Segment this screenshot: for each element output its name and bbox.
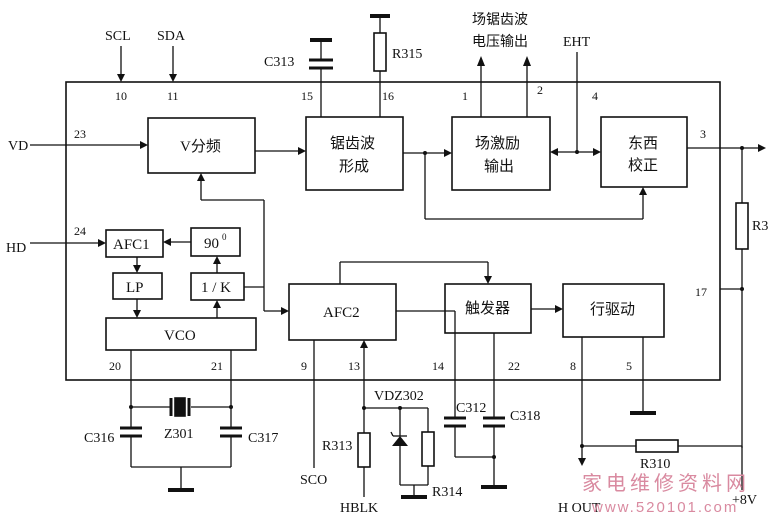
svg-text:输出: 输出 bbox=[484, 158, 514, 175]
r314-label: R314 bbox=[432, 485, 462, 500]
pin-5: 5 bbox=[626, 359, 632, 373]
pin-22: 22 bbox=[508, 359, 520, 373]
block-v-divider bbox=[147, 117, 256, 174]
svg-text:锯齿波: 锯齿波 bbox=[330, 135, 375, 152]
pin-21: 21 bbox=[211, 359, 223, 373]
svg-text:0: 0 bbox=[222, 232, 227, 242]
watermark-text: 家电维修资料网 bbox=[582, 472, 750, 495]
pin-23: 23 bbox=[74, 127, 86, 141]
block-trigger bbox=[444, 283, 532, 334]
r315-label: R315 bbox=[392, 47, 422, 62]
pin-24: 24 bbox=[74, 224, 86, 238]
r310-label: R310 bbox=[640, 457, 670, 472]
pin-1: 1 bbox=[462, 89, 468, 103]
r313-label: R313 bbox=[322, 439, 352, 454]
svg-text:V分频: V分频 bbox=[180, 138, 221, 155]
z301-label: Z301 bbox=[164, 427, 194, 442]
block-afc2 bbox=[288, 283, 397, 341]
svg-text:LP: LP bbox=[126, 280, 144, 296]
block-field-drive bbox=[451, 116, 551, 191]
svg-text:电压输出: 电压输出 bbox=[472, 34, 528, 50]
svg-text:校正: 校正 bbox=[628, 157, 658, 174]
pin-3: 3 bbox=[700, 127, 706, 141]
pin-2: 2 bbox=[537, 83, 543, 97]
pin-16: 16 bbox=[382, 89, 394, 103]
svg-text:1 / K: 1 / K bbox=[201, 280, 231, 296]
vdz302-label: VDZ302 bbox=[374, 389, 424, 404]
sda-label: SDA bbox=[157, 29, 186, 44]
c312-label: C312 bbox=[456, 401, 486, 416]
pin-17: 17 bbox=[695, 285, 707, 299]
hblk-label: HBLK bbox=[340, 501, 378, 516]
c318-label: C318 bbox=[510, 409, 540, 424]
svg-text:AFC2: AFC2 bbox=[323, 305, 360, 321]
hd-label: HD bbox=[6, 241, 26, 256]
c316-label: C316 bbox=[84, 431, 114, 446]
sco-label: SCO bbox=[300, 473, 327, 488]
pin-20: 20 bbox=[109, 359, 121, 373]
pin-11: 11 bbox=[167, 89, 179, 103]
pin-15: 15 bbox=[301, 89, 313, 103]
svg-text:行驱动: 行驱动 bbox=[590, 301, 635, 318]
block-afc1 bbox=[105, 229, 164, 258]
block-lp bbox=[112, 272, 163, 300]
scl-label: SCL bbox=[105, 29, 131, 44]
block-vco bbox=[105, 317, 257, 351]
svg-text:形成: 形成 bbox=[339, 158, 369, 175]
eht-label: EHT bbox=[563, 35, 591, 50]
svg-text:触发器: 触发器 bbox=[465, 300, 510, 317]
block-ew-correct bbox=[600, 116, 688, 188]
hout-label: H OUT bbox=[558, 501, 601, 516]
block-sawtooth bbox=[305, 116, 404, 191]
block-div-k bbox=[190, 272, 245, 301]
svg-text:90: 90 bbox=[204, 236, 219, 252]
c313-label: C313 bbox=[264, 55, 294, 70]
watermark-url: www.520101.com bbox=[591, 499, 738, 516]
c317-label: C317 bbox=[248, 431, 278, 446]
block-line-drive bbox=[562, 283, 665, 338]
pin-8: 8 bbox=[570, 359, 576, 373]
pin-13: 13 bbox=[348, 359, 360, 373]
vd-label: VD bbox=[8, 139, 28, 154]
pin-4: 4 bbox=[592, 89, 598, 103]
ic-outline bbox=[65, 81, 721, 381]
svg-text:场激励: 场激励 bbox=[475, 135, 520, 152]
pin-10: 10 bbox=[115, 89, 127, 103]
pin-14: 14 bbox=[432, 359, 444, 373]
svg-text:AFC1: AFC1 bbox=[113, 237, 150, 253]
svg-text:VCO: VCO bbox=[164, 328, 196, 344]
r3-partial-label: R3 bbox=[752, 219, 768, 234]
pin-9: 9 bbox=[301, 359, 307, 373]
plus8v-label: +8V bbox=[732, 493, 757, 508]
sawtooth-output-label: 场锯齿波 bbox=[472, 12, 528, 28]
svg-text:东西: 东西 bbox=[628, 135, 658, 152]
